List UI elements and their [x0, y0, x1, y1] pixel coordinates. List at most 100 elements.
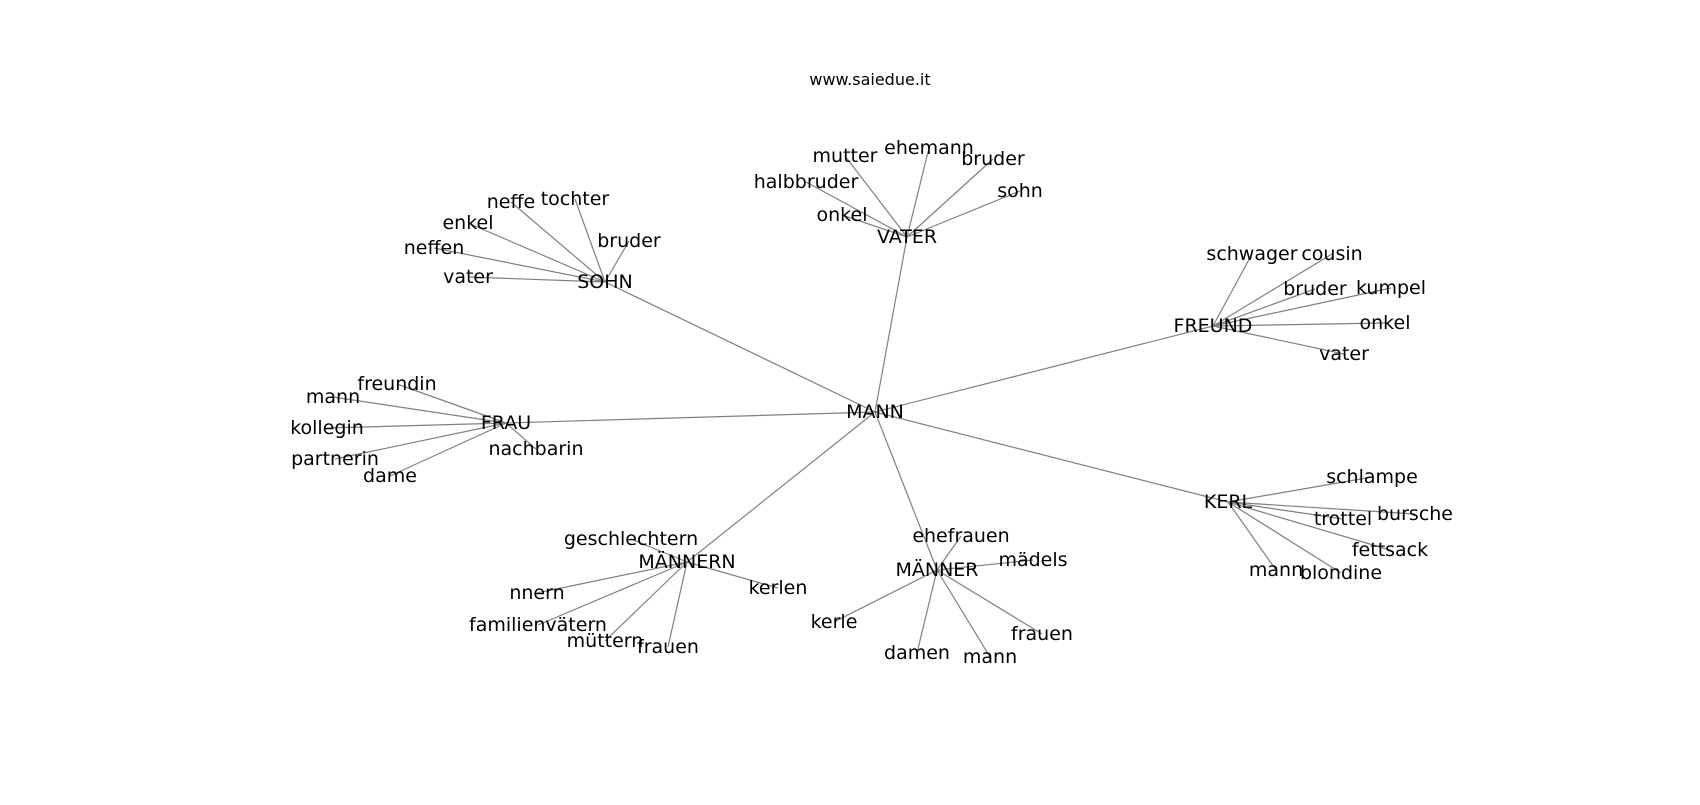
- edge-layer: [326, 147, 1416, 658]
- edge-hub-to-word: [604, 240, 630, 283]
- word-node-label: vater: [443, 266, 493, 288]
- edge-hub-to-word: [1227, 501, 1342, 574]
- edge-hub-to-word: [1227, 501, 1277, 571]
- word-node-label: trottel: [1314, 508, 1372, 530]
- word-node-label: halbbruder: [754, 171, 859, 193]
- edge-hub-to-word: [467, 222, 606, 283]
- edge-center-to-hub: [505, 411, 876, 424]
- word-node-label: onkel: [817, 204, 868, 226]
- edge-hub-to-word: [1227, 501, 1344, 520]
- edge-hub-to-word: [1212, 322, 1386, 327]
- edge-hub-to-word: [833, 569, 938, 623]
- word-node-label: bruder: [961, 148, 1025, 170]
- word-node-label: partnerin: [291, 448, 379, 470]
- word-node-label: geschlechtern: [564, 528, 698, 550]
- edge-hub-to-word: [326, 422, 507, 429]
- edge-hub-to-word: [841, 214, 908, 238]
- edge-hub-to-word: [686, 561, 779, 589]
- word-node-label: damen: [884, 642, 950, 664]
- edge-hub-to-word: [332, 396, 507, 424]
- word-node-label: schwager: [1206, 243, 1297, 265]
- edge-hub-to-word: [936, 559, 1034, 571]
- hub-node-label: SOHN: [577, 271, 633, 293]
- edge-hub-to-word: [389, 422, 507, 477]
- word-node-label: mann: [1249, 559, 1303, 581]
- word-node-label: nnern: [509, 582, 564, 604]
- word-node-label: neffen: [404, 237, 465, 259]
- word-node-label: müttern: [567, 630, 644, 652]
- word-node-label: ehemann: [884, 137, 974, 159]
- hub-node-label: VATER: [877, 226, 937, 248]
- edge-hub-to-word: [396, 383, 507, 424]
- word-node-label: frauen: [637, 636, 699, 658]
- word-node-label: mann: [963, 646, 1017, 668]
- word-node-label: sohn: [997, 180, 1043, 202]
- hub-node-label: MÄNNERN: [638, 550, 735, 573]
- edge-hub-to-word: [1227, 476, 1373, 503]
- word-node-label: mutter: [813, 145, 878, 167]
- edge-hub-to-word: [630, 538, 688, 563]
- edge-center-to-hub: [604, 281, 876, 413]
- edge-hub-to-word: [537, 561, 688, 626]
- word-node-label: onkel: [1360, 312, 1411, 334]
- edge-hub-to-word: [1212, 325, 1345, 355]
- word-node-label: cousin: [1301, 243, 1362, 265]
- hub-node-label: KERL: [1204, 491, 1253, 513]
- center-node-label: MANN: [846, 401, 904, 423]
- word-node-label: vater: [1319, 343, 1369, 365]
- hub-node-label: FREUND: [1174, 315, 1253, 337]
- edge-hub-to-word: [805, 181, 908, 238]
- edge-hub-to-word: [936, 535, 962, 571]
- word-node-label: dame: [363, 465, 417, 487]
- edge-hub-to-word: [467, 276, 606, 283]
- edge-hub-to-word: [1212, 288, 1316, 327]
- word-node-label: mädels: [998, 549, 1067, 571]
- edge-hub-to-word: [574, 198, 606, 283]
- edge-hub-to-word: [936, 569, 1043, 635]
- word-node-label: familienvätern: [469, 614, 607, 636]
- word-node-label: ehefrauen: [912, 525, 1009, 547]
- word-node-label: kollegin: [290, 417, 364, 439]
- edge-hub-to-word: [916, 569, 938, 654]
- hub-node-label: MÄNNER: [895, 558, 978, 581]
- edge-hub-to-word: [906, 158, 994, 238]
- edge-hub-to-word: [1227, 501, 1391, 551]
- word-node-label: bruder: [1283, 278, 1347, 300]
- edge-hub-to-word: [510, 201, 606, 283]
- edge-center-to-hub: [874, 325, 1214, 413]
- word-node-label: nachbarin: [488, 438, 583, 460]
- word-node-label: enkel: [442, 212, 493, 234]
- word-node-label: neffe: [487, 191, 536, 213]
- edge-center-to-hub: [874, 411, 1229, 503]
- word-node-label: kerle: [811, 611, 858, 633]
- word-node-label: bruder: [597, 230, 661, 252]
- edge-hub-to-word: [1212, 287, 1392, 327]
- word-node-label: bursche: [1377, 503, 1453, 525]
- edge-hub-to-word: [604, 561, 688, 642]
- word-node-label: freundin: [357, 373, 436, 395]
- edge-hub-to-word: [667, 561, 688, 648]
- edge-hub-to-word: [1212, 253, 1333, 327]
- word-node-label: mann: [306, 386, 360, 408]
- edge-center-to-hub: [874, 411, 938, 571]
- edge-hub-to-word: [906, 190, 1021, 238]
- word-node-label: schlampe: [1326, 466, 1418, 488]
- edge-hub-to-word: [936, 569, 991, 658]
- edge-hub-to-word: [1212, 253, 1253, 327]
- word-node-label: kerlen: [749, 577, 808, 599]
- hub-node-label: FRAU: [481, 412, 531, 434]
- word-node-label: frauen: [1011, 623, 1073, 645]
- edge-hub-to-word: [505, 422, 537, 450]
- watermark: www.saiedue.it: [809, 70, 931, 89]
- word-node-label: blondine: [1300, 562, 1382, 584]
- edge-center-to-hub: [874, 236, 908, 413]
- edge-hub-to-word: [906, 147, 930, 238]
- word-node-label: tochter: [541, 188, 610, 210]
- edge-hub-to-word: [1227, 501, 1416, 515]
- edge-hub-to-word: [844, 155, 908, 238]
- word-node-label: kumpel: [1356, 277, 1426, 299]
- edge-hub-to-word: [334, 422, 507, 460]
